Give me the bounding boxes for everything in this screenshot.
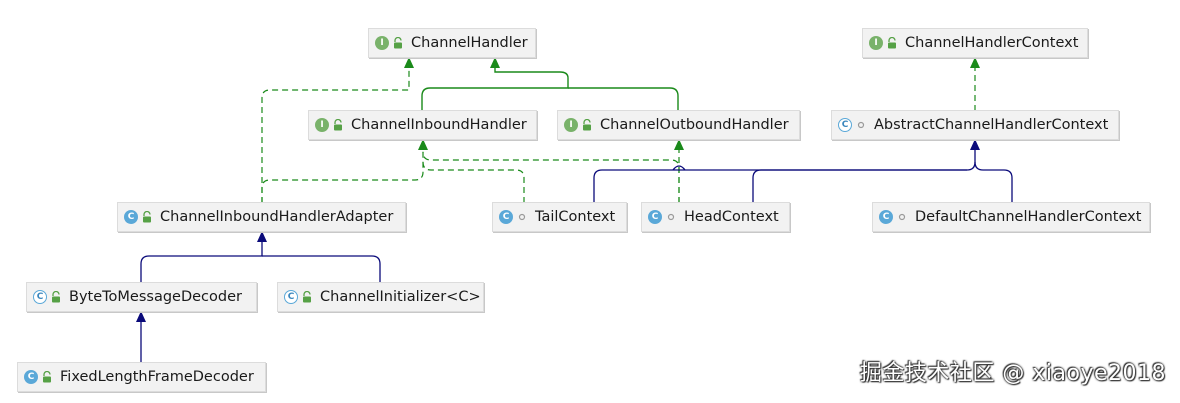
node-label: ChannelHandler <box>411 35 528 51</box>
class-icon: C <box>648 210 662 224</box>
edge-inbound-to-channelhandler <box>421 57 569 111</box>
node-label: ChannelOutboundHandler <box>600 117 789 133</box>
node-tail-context[interactable]: C TailContext <box>492 202 627 232</box>
interface-icon: I <box>315 118 329 132</box>
class-icon: C <box>499 210 513 224</box>
node-head-context[interactable]: C HeadContext <box>641 202 790 232</box>
abstract-class-icon: C <box>284 290 298 304</box>
node-label: HeadContext <box>684 209 779 225</box>
node-label: ChannelHandlerContext <box>905 35 1079 51</box>
node-channel-inbound-handler[interactable]: I ChannelInboundHandler <box>308 110 537 140</box>
package-private-icon <box>667 213 675 221</box>
class-icon: C <box>24 370 38 384</box>
node-label: AbstractChannelHandlerContext <box>874 117 1109 133</box>
edge-initializer-to-adapter <box>262 255 381 283</box>
node-byte-to-message-decoder[interactable]: C ByteToMessageDecoder <box>26 282 257 312</box>
interface-icon: I <box>375 36 389 50</box>
node-default-channel-handler-context[interactable]: C DefaultChannelHandlerContext <box>872 202 1150 232</box>
node-label: FixedLengthFrameDecoder <box>60 369 254 385</box>
public-lock-icon <box>394 37 402 49</box>
package-private-icon <box>898 213 906 221</box>
public-lock-icon <box>334 119 342 131</box>
edge-adapter-to-channelhandler <box>261 57 414 203</box>
node-label: ChannelInitializer<C> <box>320 289 481 305</box>
abstract-class-icon: C <box>838 118 852 132</box>
node-label: ChannelInboundHandler <box>351 117 527 133</box>
class-icon: C <box>124 210 138 224</box>
watermark: 掘金技术社区 @ xiaoye2018 <box>859 361 1166 386</box>
node-channel-handler[interactable]: I ChannelHandler <box>368 28 536 58</box>
public-lock-icon <box>43 371 51 383</box>
node-label: DefaultChannelHandlerContext <box>915 209 1142 225</box>
interface-icon: I <box>564 118 578 132</box>
interface-icon: I <box>869 36 883 50</box>
node-abstract-channel-handler-context[interactable]: C AbstractChannelHandlerContext <box>831 110 1119 140</box>
public-lock-icon <box>583 119 591 131</box>
node-label: TailContext <box>535 209 616 225</box>
public-lock-icon <box>888 37 896 49</box>
edge-head-to-abstractctx <box>752 169 967 203</box>
edge-adapter-to-inbound <box>261 139 428 203</box>
package-private-icon <box>857 121 865 129</box>
node-label: ByteToMessageDecoder <box>69 289 242 305</box>
edge-bytetomessage-to-adapter <box>140 231 267 283</box>
public-lock-icon <box>143 211 151 223</box>
node-channel-initializer[interactable]: C ChannelInitializer<C> <box>277 282 484 312</box>
public-lock-icon <box>303 291 311 303</box>
edge-tail-to-abstractctx <box>593 139 980 203</box>
edge-hop <box>672 165 686 171</box>
node-channel-handler-context[interactable]: I ChannelHandlerContext <box>862 28 1088 58</box>
edge-default-to-abstractctx <box>974 161 1013 203</box>
edge-outbound-to-channelhandler <box>568 87 679 111</box>
class-icon: C <box>879 210 893 224</box>
node-channel-inbound-handler-adapter[interactable]: C ChannelInboundHandlerAdapter <box>117 202 406 232</box>
node-channel-outbound-handler[interactable]: I ChannelOutboundHandler <box>557 110 800 140</box>
package-private-icon <box>518 213 526 221</box>
node-label: ChannelInboundHandlerAdapter <box>160 209 394 225</box>
node-fixed-length-frame-decoder[interactable]: C FixedLengthFrameDecoder <box>17 362 266 392</box>
abstract-class-icon: C <box>33 290 47 304</box>
public-lock-icon <box>52 291 60 303</box>
edge-tail-to-inbound <box>422 161 525 203</box>
edge-head-to-inbound <box>422 151 680 203</box>
